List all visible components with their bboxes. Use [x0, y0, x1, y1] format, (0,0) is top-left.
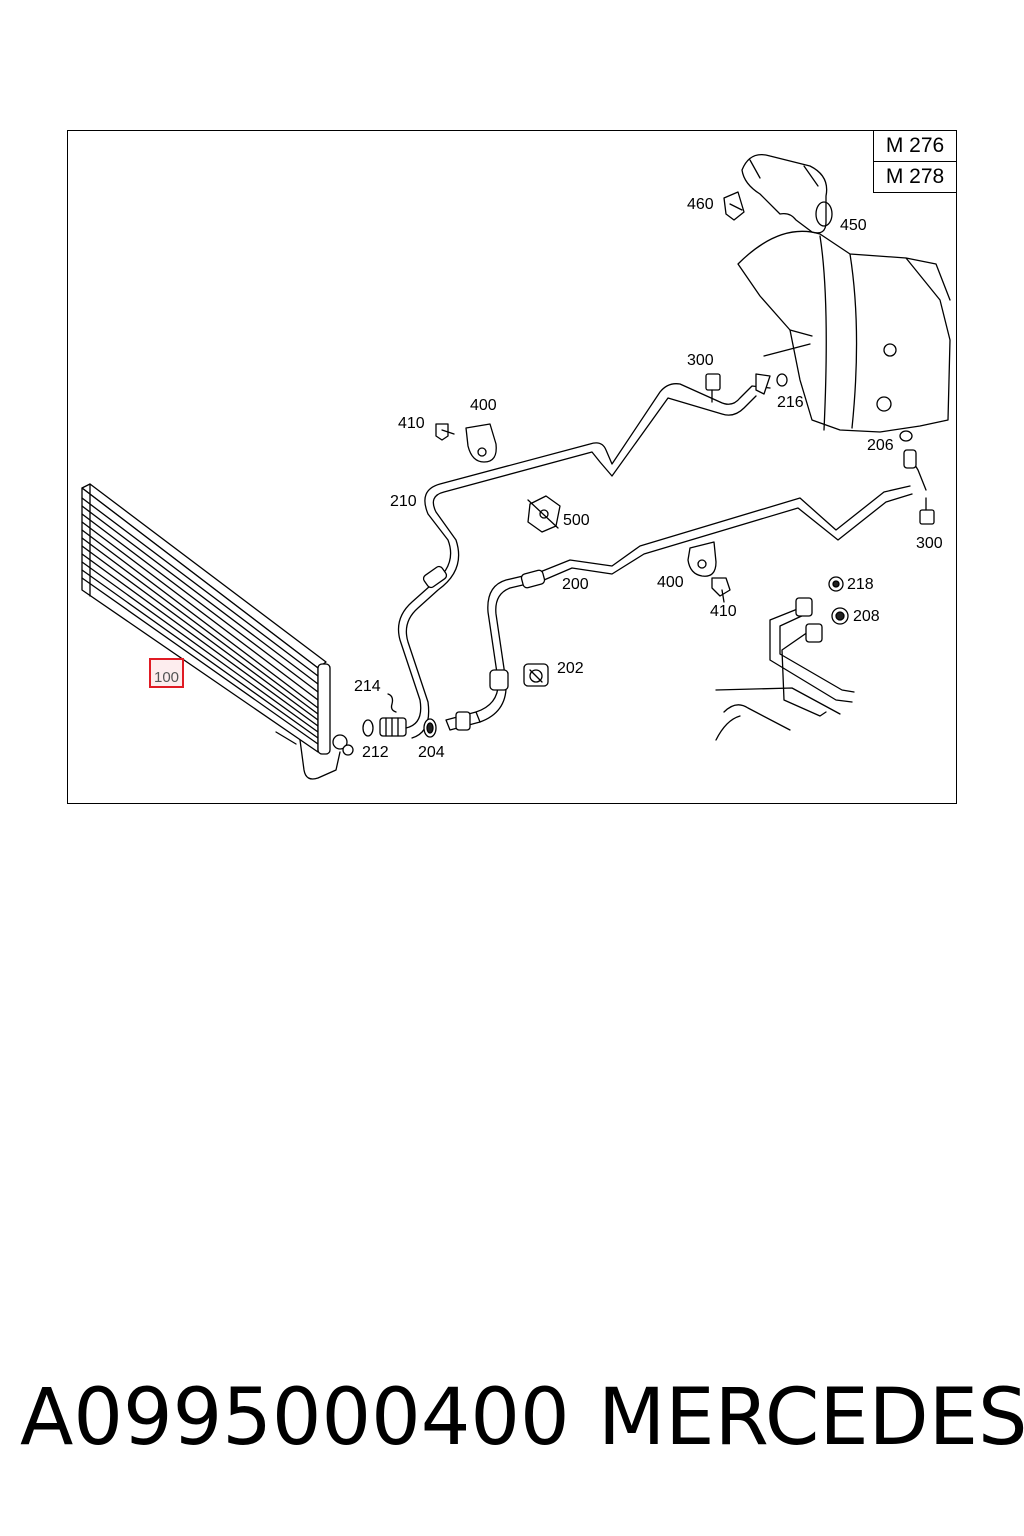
bolt-300-top	[705, 373, 788, 403]
callout-450[interactable]: 450	[840, 217, 867, 234]
brand-name: MERCEDES	[598, 1373, 1024, 1463]
callout-202[interactable]: 202	[557, 660, 584, 677]
engine-code: M 276	[885, 134, 945, 157]
part-number: A0995000400	[20, 1373, 570, 1463]
bracket-500	[527, 495, 561, 533]
callout-400-mid[interactable]: 400	[657, 574, 684, 591]
callout-300-top[interactable]: 300	[687, 352, 714, 369]
engine-code: M 278	[874, 161, 956, 192]
callout-300-right[interactable]: 300	[916, 535, 943, 552]
fitting-206	[899, 430, 927, 491]
seal-218	[828, 576, 844, 592]
engine-code-box: M 276 M 278	[873, 131, 956, 193]
clamp-400-top	[435, 423, 497, 463]
oil-line-200	[445, 485, 913, 731]
seal-208	[831, 607, 849, 625]
callout-210[interactable]: 210	[390, 493, 417, 510]
bolt-300-right	[919, 497, 935, 525]
oil-cooler-radiator	[81, 483, 354, 780]
transmission-housing	[737, 230, 951, 433]
callout-500[interactable]: 500	[563, 512, 590, 529]
callout-410-mid[interactable]: 410	[710, 603, 737, 620]
callout-200[interactable]: 200	[562, 576, 589, 593]
bushing-202	[523, 663, 549, 687]
callout-206[interactable]: 206	[867, 437, 894, 454]
seal-204	[423, 718, 437, 738]
clamp-460	[723, 191, 745, 221]
callout-400-top[interactable]: 400	[470, 397, 497, 414]
callout-218[interactable]: 218	[847, 576, 874, 593]
oil-line-210	[397, 383, 771, 739]
callout-460[interactable]: 460	[687, 196, 714, 213]
fitting-212-214	[362, 693, 407, 737]
callout-410-top[interactable]: 410	[398, 415, 425, 432]
callout-100-highlighted[interactable]: 100	[149, 658, 184, 688]
lower-pipe-assembly	[715, 597, 855, 741]
hose-450	[741, 153, 833, 234]
callout-216[interactable]: 216	[777, 394, 804, 411]
callout-208[interactable]: 208	[853, 608, 880, 625]
callout-214[interactable]: 214	[354, 678, 381, 695]
callout-204[interactable]: 204	[418, 744, 445, 761]
clamp-400-mid	[687, 541, 731, 603]
callout-212[interactable]: 212	[362, 744, 389, 761]
